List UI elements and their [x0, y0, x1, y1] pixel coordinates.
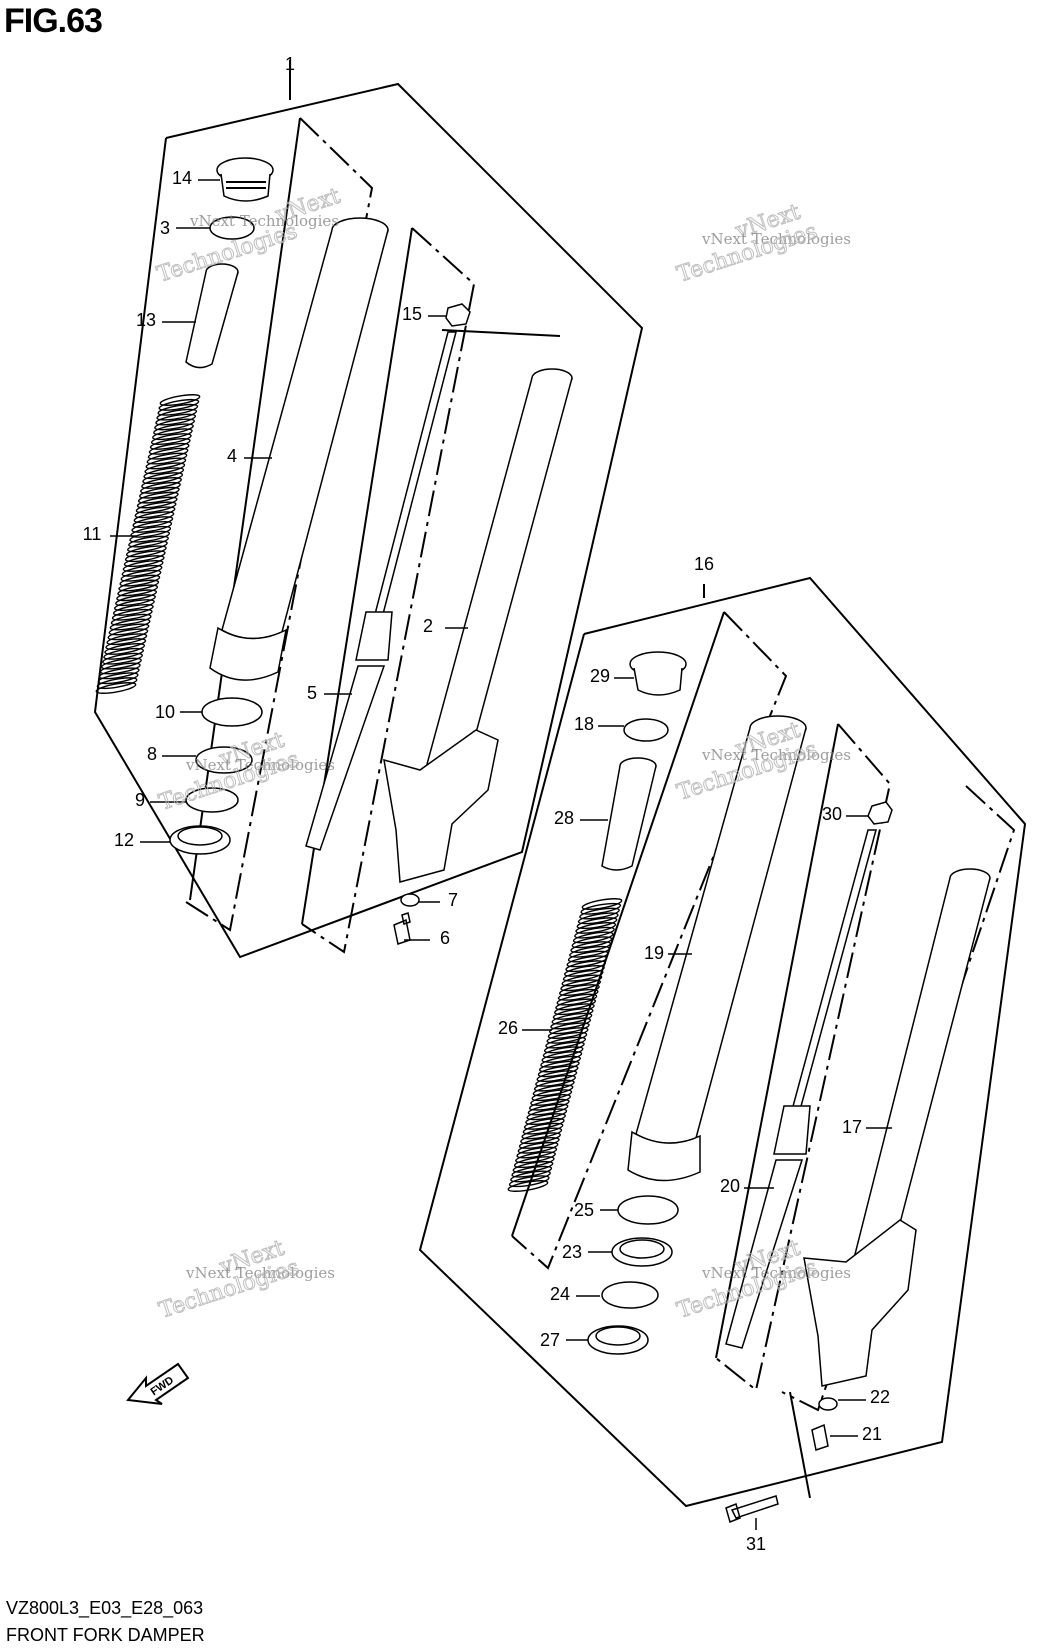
part-31-bolt [725, 1495, 779, 1524]
callout-30: 30 [822, 804, 842, 824]
part-20-damper-rod [725, 829, 877, 1349]
part-8-oil-seal [195, 746, 253, 774]
callout-26: 26 [498, 1018, 518, 1038]
callout-11: 11 [83, 524, 102, 544]
model-code: VZ800L3_E03_E28_063 [6, 1598, 204, 1618]
part-29-fork-cap [629, 651, 687, 696]
part-21-bolt [811, 1423, 829, 1451]
part-4-inner-tube [209, 217, 389, 681]
callout-19: 19 [644, 943, 664, 963]
part-30-nut [867, 801, 893, 825]
part-13-spacer [185, 263, 239, 369]
callout-9: 9 [135, 790, 145, 810]
fwd-arrow-icon: FWD [126, 1362, 190, 1405]
callout-24: 24 [550, 1284, 570, 1304]
callout-22: 22 [870, 1387, 890, 1407]
part-19-inner-tube [627, 715, 807, 1182]
part-15-nut [445, 303, 471, 327]
callout-17: 17 [842, 1117, 862, 1137]
part-27-dust-seal [587, 1325, 649, 1355]
callout-10: 10 [155, 702, 175, 722]
callout-3: 3 [160, 218, 170, 238]
part-5-damper-rod [305, 331, 457, 851]
part-26-fork-spring [507, 898, 623, 1192]
callout-8: 8 [147, 744, 157, 764]
callout-4: 4 [227, 446, 237, 466]
part-7-gasket [400, 893, 420, 907]
part-23-oil-seal [611, 1237, 673, 1267]
callout-21: 21 [862, 1424, 882, 1444]
callout-23: 23 [562, 1242, 582, 1262]
callout-16: 16 [694, 554, 714, 574]
figure-title: FIG.63 [4, 2, 103, 40]
watermark-vnext-technologies: vNext Technologies [185, 1264, 335, 1282]
part-2-outer-tube [383, 368, 573, 883]
part-10-washer [201, 697, 263, 727]
callout-18: 18 [574, 714, 594, 734]
leader-lines [110, 179, 892, 1530]
part-9-stopper-ring [185, 787, 239, 813]
part-14-fork-cap [216, 157, 274, 202]
callout-29: 29 [590, 666, 610, 686]
part-22-gasket [818, 1397, 838, 1411]
part-11-fork-spring [95, 394, 201, 694]
callout-12: 12 [114, 830, 134, 850]
callout-labels: 1234567891011121314151617181920212223242… [83, 54, 890, 1554]
callout-25: 25 [574, 1200, 594, 1220]
assembly-16-outline [418, 576, 1027, 1508]
part-24-stopper-ring [601, 1281, 659, 1309]
callout-20: 20 [720, 1176, 740, 1196]
part-17-outer-tube [803, 868, 991, 1387]
watermark-vnext-technologies: vNext Technologies [189, 212, 339, 230]
callout-14: 14 [172, 168, 192, 188]
callout-6: 6 [440, 928, 450, 948]
diagram-name: FRONT FORK DAMPER [6, 1625, 205, 1645]
watermark-vnext-technologies: vNext Technologies [701, 1264, 851, 1282]
part-18-o-ring [623, 718, 669, 742]
callout-31: 31 [746, 1534, 766, 1554]
callout-27: 27 [540, 1330, 560, 1350]
watermark-vnext-technologies: vNext Technologies [701, 230, 851, 248]
callout-7: 7 [448, 890, 458, 910]
watermark-vnext-technologies: vNext Technologies [185, 756, 335, 774]
callout-1: 1 [285, 54, 295, 74]
part-28-spacer [601, 757, 657, 871]
callout-5: 5 [307, 683, 317, 703]
assembly-1-outline [93, 60, 644, 959]
callout-28: 28 [554, 808, 574, 828]
part-12-dust-seal [169, 825, 231, 855]
callout-15: 15 [402, 304, 422, 324]
part-25-washer [617, 1195, 679, 1225]
callout-2: 2 [423, 616, 433, 636]
callout-13: 13 [136, 310, 156, 330]
watermark-vnext-technologies: vNext Technologies [701, 746, 851, 764]
